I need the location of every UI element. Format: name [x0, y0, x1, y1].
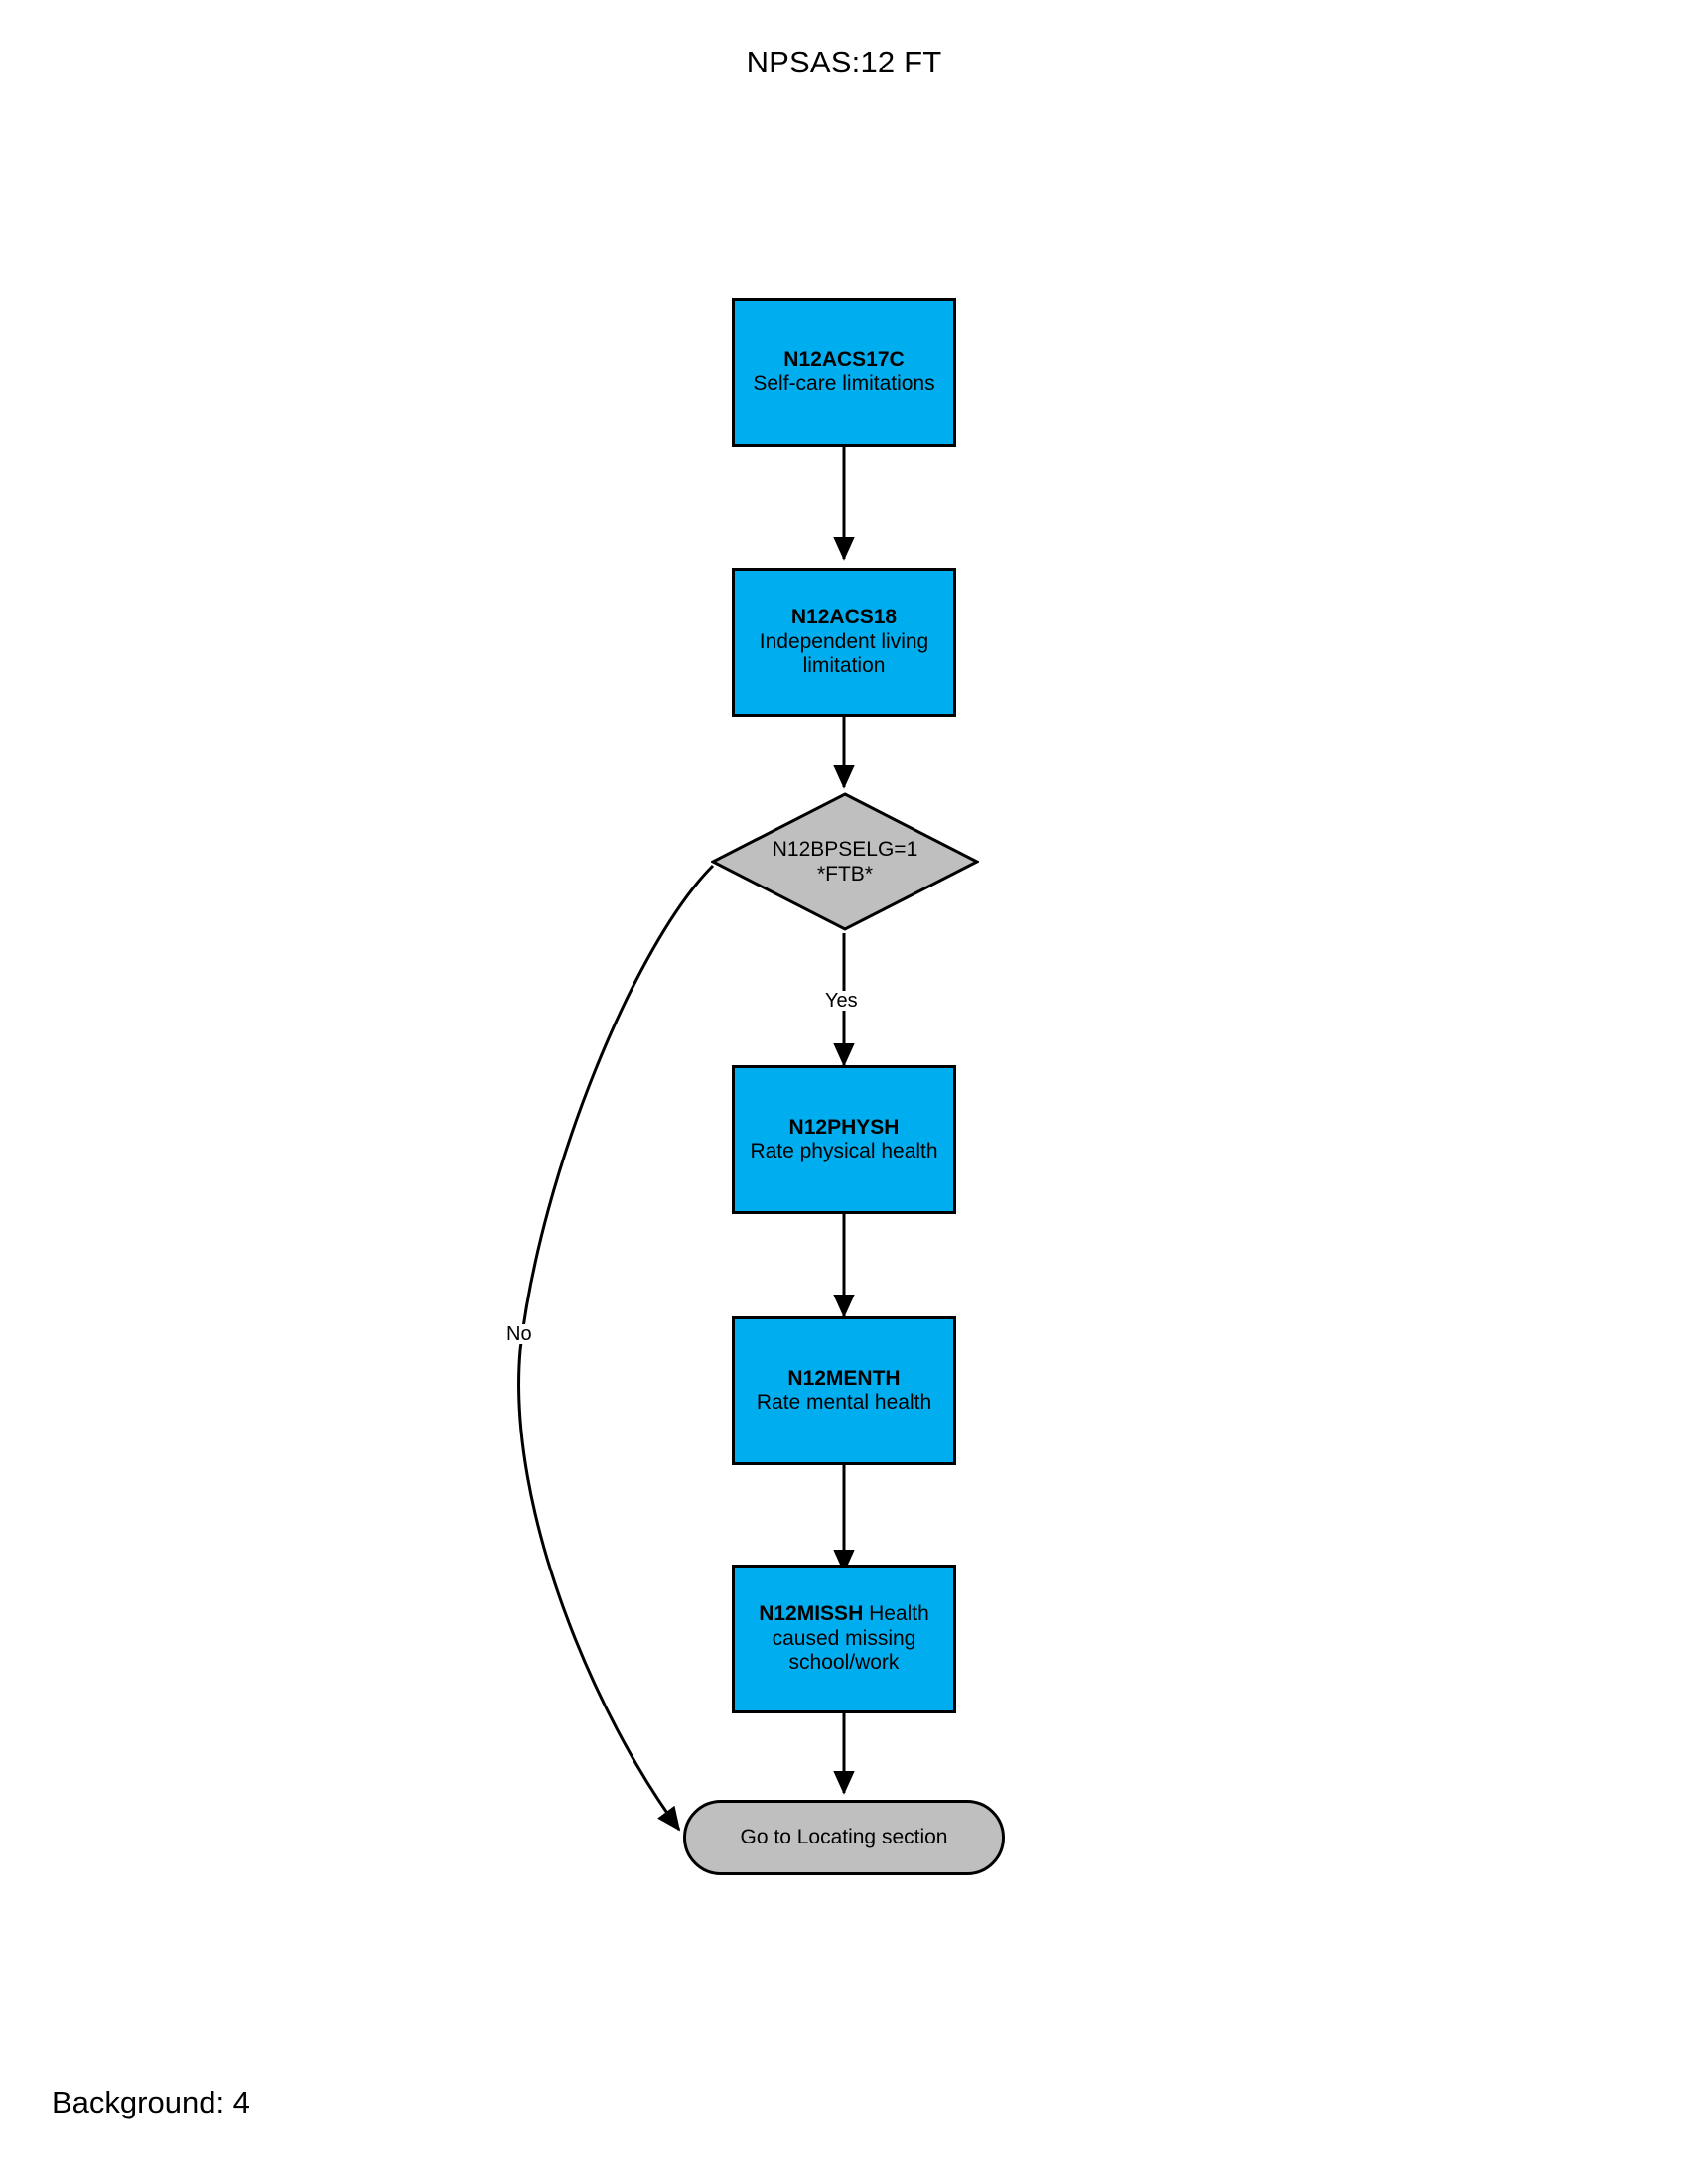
node-n12acs18-label: Independent living limitation — [759, 629, 929, 678]
node-n12acs18[interactable]: N12ACS18 Independent living limitation — [732, 568, 956, 717]
node-n12physh-code: N12PHYSH — [788, 1115, 900, 1139]
node-n12acs17c-label: Self-care limitations — [753, 372, 935, 395]
node-n12acs17c-text: N12ACS17C Self-care limitations — [747, 348, 940, 397]
node-n12missh-code: N12MISSH — [759, 1602, 864, 1626]
node-n12acs17c-code: N12ACS17C — [783, 347, 905, 371]
node-n12missh-text: N12MISSH Health caused missing school/wo… — [741, 1602, 947, 1675]
edge-label-yes: Yes — [822, 991, 861, 1011]
node-locating-terminal[interactable]: Go to Locating section — [683, 1800, 1005, 1875]
node-n12menth-text: N12MENTH Rate mental health — [751, 1367, 937, 1416]
node-locating-label: Go to Locating section — [740, 1825, 948, 1848]
node-n12acs18-code: N12ACS18 — [790, 606, 898, 629]
page-title: NPSAS:12 FT — [746, 45, 942, 79]
node-n12menth-code: N12MENTH — [787, 1366, 901, 1390]
edge-label-no: No — [503, 1324, 535, 1344]
node-n12menth[interactable]: N12MENTH Rate mental health — [732, 1316, 956, 1465]
node-n12acs18-text: N12ACS18 Independent living limitation — [744, 606, 944, 678]
node-n12missh[interactable]: N12MISSH Health caused missing school/wo… — [732, 1565, 956, 1713]
node-n12missh-label: Health caused missing school/work — [772, 1602, 929, 1675]
background-note: Background: 4 — [52, 2085, 250, 2119]
node-n12acs17c[interactable]: N12ACS17C Self-care limitations — [732, 298, 956, 447]
edge-decision-no-to-locating — [517, 864, 715, 1832]
node-n12physh-text: N12PHYSH Rate physical health — [744, 1116, 943, 1164]
node-n12bpselg-shape[interactable] — [711, 792, 979, 931]
node-n12physh-label: Rate physical health — [750, 1140, 938, 1162]
node-n12menth-label: Rate mental health — [756, 1391, 932, 1414]
node-n12physh[interactable]: N12PHYSH Rate physical health — [732, 1065, 956, 1214]
